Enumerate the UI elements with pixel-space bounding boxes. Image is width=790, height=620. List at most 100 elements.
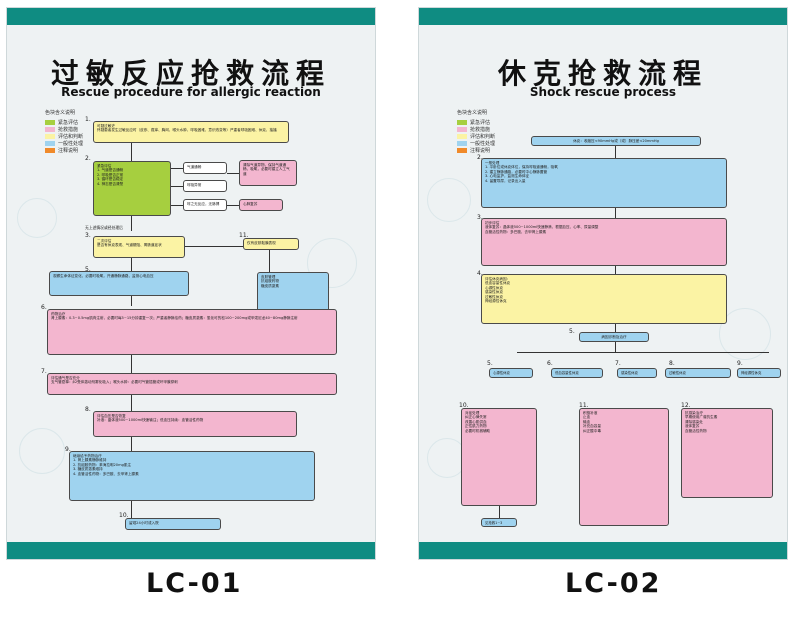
step-number: 11.: [239, 232, 249, 239]
shock-type-cardiogenic: 心源性休克: [489, 368, 533, 378]
legend-label: 评估和判断: [58, 134, 84, 140]
connector: [171, 168, 183, 169]
poster-top-band: [7, 8, 375, 25]
connector: [227, 173, 239, 174]
legend-swatch: [457, 148, 467, 153]
shock-step-1: 休克：收缩压<90mmHg或（或）脉压差<20mmHg: [531, 136, 701, 146]
poster-bottom-band: [419, 542, 787, 559]
legend-swatch: [45, 127, 55, 132]
legend-item: 紧急评估: [457, 119, 495, 126]
step-note: 无上述情况或经处理后: [85, 225, 123, 230]
connector: [615, 342, 616, 352]
connector: [131, 355, 132, 373]
connector: [131, 143, 132, 161]
legend-swatch: [457, 141, 467, 146]
connector: [131, 501, 132, 518]
step-number: 6.: [41, 304, 47, 311]
step-number: 12.: [681, 402, 691, 409]
legend-swatch: [457, 120, 467, 125]
flow-circulation: 呼之无反应，无脉搏: [183, 199, 227, 211]
connector: [517, 352, 769, 353]
legend-label: 紧急评估: [470, 120, 491, 126]
legend-item: 评估和判断: [457, 133, 495, 140]
poster-caption: LC-02: [565, 568, 662, 599]
connector: [131, 395, 132, 411]
legend-item: 一般性处理: [457, 140, 495, 147]
legend-swatch: [45, 120, 55, 125]
legend-item: 抢救措施: [45, 126, 83, 133]
shock-step-5: 病因诊断及治疗: [579, 332, 649, 342]
poster-subtitle: Shock rescue process: [529, 85, 677, 99]
connector: [615, 266, 616, 274]
step-number: 3.: [477, 214, 483, 221]
poster-caption: LC-01: [146, 568, 243, 599]
legend-label: 抢救措施: [470, 127, 491, 133]
flow-airway: 气道通畅: [183, 162, 227, 174]
legend-swatch: [457, 134, 467, 139]
connector: [185, 246, 243, 247]
connector: [171, 205, 183, 206]
legend-item: 一般性处理: [45, 140, 83, 147]
step-number: 7.: [41, 368, 47, 375]
connector: [227, 205, 239, 206]
shock-hypovolemic-detail: 积极补液 止血 输血 补充血容量 纠正酸中毒: [579, 408, 669, 526]
legend-label: 注释说明: [470, 148, 491, 154]
legend-swatch: [45, 148, 55, 153]
flow-step-9: 继续给予药物治疗 1. 肾上腺素静脉维持 2. 抗组胺药物：苯海拉明20mg肌注…: [69, 451, 315, 501]
shock-type-hypovolemic: 低血容量性休克: [551, 368, 603, 378]
legend-swatch: [45, 141, 55, 146]
decor-flower: [17, 198, 57, 238]
decor-flower: [307, 238, 357, 288]
legend-title: 色块含义说明: [457, 110, 488, 116]
connector: [131, 296, 132, 306]
shock-type-septic: 感染性休克: [617, 368, 657, 378]
step-number: 7.: [615, 360, 621, 367]
connector: [131, 437, 132, 451]
shock-step-3: 初步评估 液体复苏：晶体液500~1000ml快速静滴，根据血压、心率、尿量调整…: [481, 218, 727, 266]
step-number: 1.: [85, 116, 91, 123]
flow-breath: 呼吸异常: [183, 180, 227, 192]
decor-flower: [719, 308, 771, 360]
step-number: 8.: [669, 360, 675, 367]
legend-label: 紧急评估: [58, 120, 79, 126]
shock-type-anaphylactic: 过敏性休克: [665, 368, 731, 378]
flow-step-6: 药物治疗 肾上腺素：0.3~0.5mg肌肉注射，必要时每5~15分钟重复一次；严…: [47, 309, 337, 355]
poster-title: 过敏反应抢救流程: [50, 57, 331, 90]
legend: 色块含义说明 紧急评估 抢救措施 评估和判断 一般性处理 注释说明: [45, 109, 83, 154]
connector: [131, 258, 132, 271]
legend-item: 注释说明: [457, 147, 495, 154]
step-number: 2.: [85, 155, 91, 162]
legend-swatch: [45, 134, 55, 139]
step-number: 2.: [477, 154, 483, 161]
legend-label: 抢救措施: [58, 127, 79, 133]
shock-septic-detail: 抗感染治疗 早期使用广谱抗生素 清除感染灶 液体复苏 血管活性药物: [681, 408, 773, 498]
step-number: 10.: [119, 512, 129, 519]
legend-swatch: [457, 127, 467, 132]
step-number: 9.: [65, 446, 71, 453]
poster-subtitle: Rescue procedure for allergic reaction: [61, 85, 321, 99]
shock-step-2: 一般处理 1. 平卧位或休克体位，保持呼吸道通畅，吸氧 2. 建立静脉通路，必要…: [481, 158, 727, 208]
poster-bottom-band: [7, 542, 375, 559]
shock-tail-note: 见抢救1~3: [481, 518, 517, 527]
connector: [269, 250, 270, 272]
legend-item: 抢救措施: [457, 126, 495, 133]
flow-step-5: 观察生命体征变化，必要时吸氧，开通静脉通路，监测心电血压: [49, 271, 189, 296]
legend-title: 色块含义说明: [45, 110, 76, 116]
flow-step-3: 二次评估 是否有休克表现、气道梗阻、胃肠道症状: [93, 236, 185, 258]
flow-step-2: 紧急评估 1. 气道是否通畅 2. 呼吸是否正常 3. 循环是否稳定 4. 神志…: [93, 161, 171, 216]
legend-label: 一般性处理: [58, 141, 84, 147]
flow-step-4: 仅有皮肤黏膜表现: [243, 238, 299, 250]
poster-allergy: 过敏反应抢救流程 Rescue procedure for allergic r…: [6, 7, 376, 560]
connector: [499, 506, 500, 518]
connector: [171, 186, 183, 187]
connector: [615, 146, 616, 158]
flow-step-10: 留观24小时或入院: [125, 518, 221, 530]
legend-item: 注释说明: [45, 147, 83, 154]
connector: [615, 208, 616, 218]
legend-label: 注释说明: [58, 148, 79, 154]
poster-shock: 休克抢救流程 Shock rescue process 色块含义说明 紧急评估 …: [418, 7, 788, 560]
step-number: 9.: [737, 360, 743, 367]
step-number: 10.: [459, 402, 469, 409]
decor-flower: [19, 428, 65, 474]
poster-title: 休克抢救流程: [497, 57, 708, 90]
